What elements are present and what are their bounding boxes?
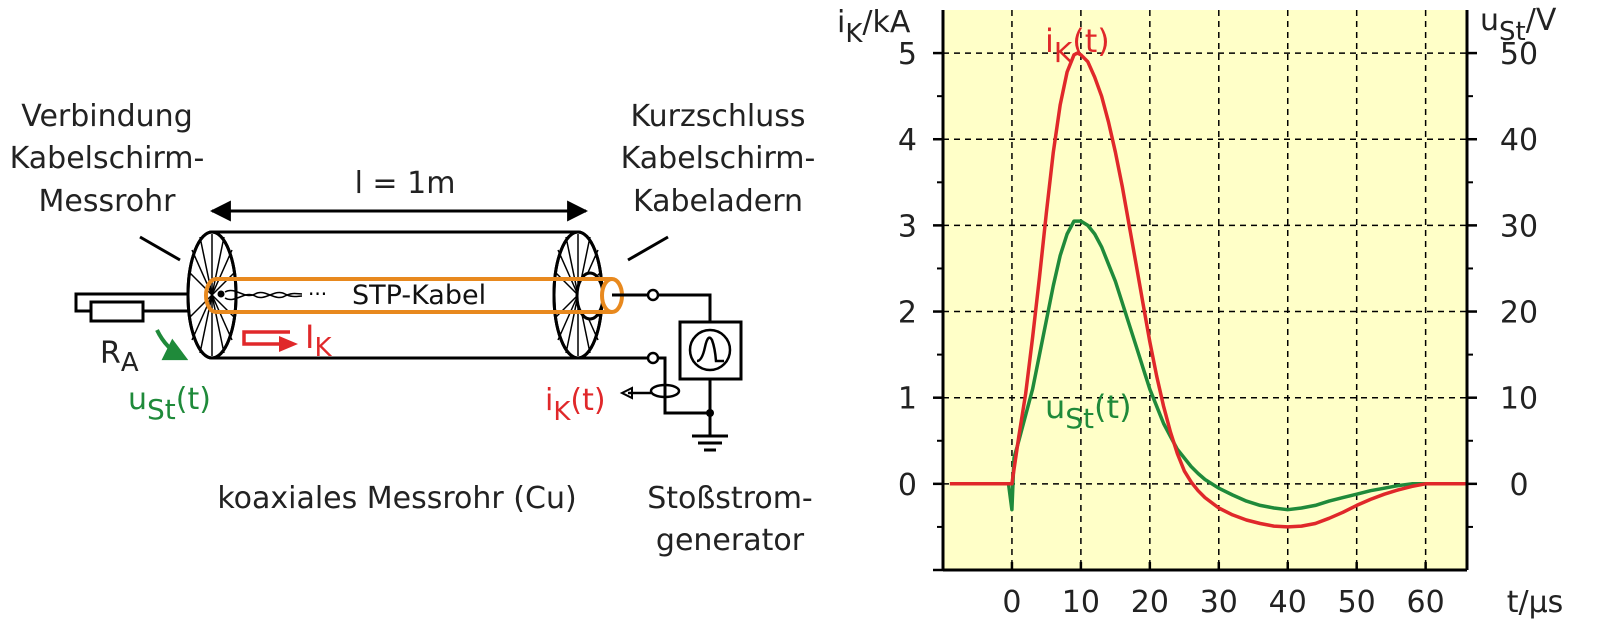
ground-node xyxy=(706,409,714,417)
label-connection-line3: Messrohr xyxy=(39,184,177,219)
label-connection-line2: Kabelschirm- xyxy=(10,141,205,176)
x-tick-label: 30 xyxy=(1200,585,1238,620)
label-short-circuit-line2: Kabelschirm- xyxy=(621,141,816,176)
x-tick-label: 50 xyxy=(1338,585,1376,620)
pointer-connection xyxy=(139,235,181,262)
series-group xyxy=(949,51,1467,529)
y-left-tick-label: 3 xyxy=(898,209,917,244)
voltage-label-left: uSt(t) xyxy=(128,382,211,426)
y-right-tick-label: 50 xyxy=(1500,37,1538,72)
y-left-tick-label: 5 xyxy=(898,37,917,72)
y-right-tick-label: 0 xyxy=(1509,468,1528,503)
y-right-tick-label: 30 xyxy=(1500,209,1538,244)
y-right-axis-label: uSt/V xyxy=(1480,3,1557,47)
voltage-arrow xyxy=(155,329,189,361)
tube-left-end xyxy=(186,230,238,360)
cable-dots: ··· xyxy=(308,282,327,306)
length-label: l = 1m xyxy=(355,166,456,201)
terminal-bottom xyxy=(646,351,660,365)
y-left-tick-label: 1 xyxy=(898,382,917,417)
current-measure-label: iK(t) xyxy=(545,383,606,427)
pointer-short-circuit xyxy=(627,235,669,262)
test-setup-diagram: Verbindung Kabelschirm- Messrohr Kurzsch… xyxy=(10,99,816,558)
y-right-tick-label: 20 xyxy=(1500,296,1538,331)
series-label-ik: iK(t) xyxy=(1045,22,1110,69)
resistor-ra: RA xyxy=(74,292,188,378)
current-label: IK xyxy=(305,318,332,363)
terminal-top xyxy=(646,288,660,302)
impulse-generator xyxy=(678,320,743,381)
series-line-ust xyxy=(949,219,1467,512)
series-line-ik xyxy=(949,51,1467,529)
label-short-circuit-line3: Kabeladern xyxy=(633,184,803,219)
twisted-pair-icon xyxy=(224,289,303,301)
series-label-ust: uSt(t) xyxy=(1045,388,1132,435)
current-probe xyxy=(619,383,681,400)
generator-label-line2: generator xyxy=(656,523,805,558)
y-left-tick-label: 0 xyxy=(898,468,917,503)
tube-label: koaxiales Messrohr (Cu) xyxy=(217,481,576,516)
current-arrow: IK xyxy=(242,318,332,363)
label-connection-line1: Verbindung xyxy=(21,99,193,134)
x-axis-label: t/µs xyxy=(1507,585,1564,620)
stp-cable: ··· STP-Kabel xyxy=(204,277,624,314)
y-left-tick-label: 4 xyxy=(898,123,917,158)
x-tick-label: 20 xyxy=(1131,585,1169,620)
x-tick-label: 60 xyxy=(1407,585,1445,620)
y-right-tick-label: 40 xyxy=(1500,123,1538,158)
y-left-axis-label: iK/kA xyxy=(837,5,911,49)
x-tick-label: 0 xyxy=(1002,585,1021,620)
tube-right-end xyxy=(552,230,605,360)
label-short-circuit-line1: Kurzschluss xyxy=(630,99,805,134)
resistor-label: RA xyxy=(100,336,139,378)
generator-label-line1: Stoßstrom- xyxy=(647,481,813,516)
grid xyxy=(943,10,1467,570)
y-left-tick-label: 2 xyxy=(898,296,917,331)
x-tick-label: 40 xyxy=(1269,585,1307,620)
plot-area xyxy=(943,10,1467,570)
pulse-icon xyxy=(696,336,724,363)
y-right-tick-label: 10 xyxy=(1500,382,1538,417)
x-tick-label: 10 xyxy=(1062,585,1100,620)
cable-label: STP-Kabel xyxy=(352,280,486,311)
